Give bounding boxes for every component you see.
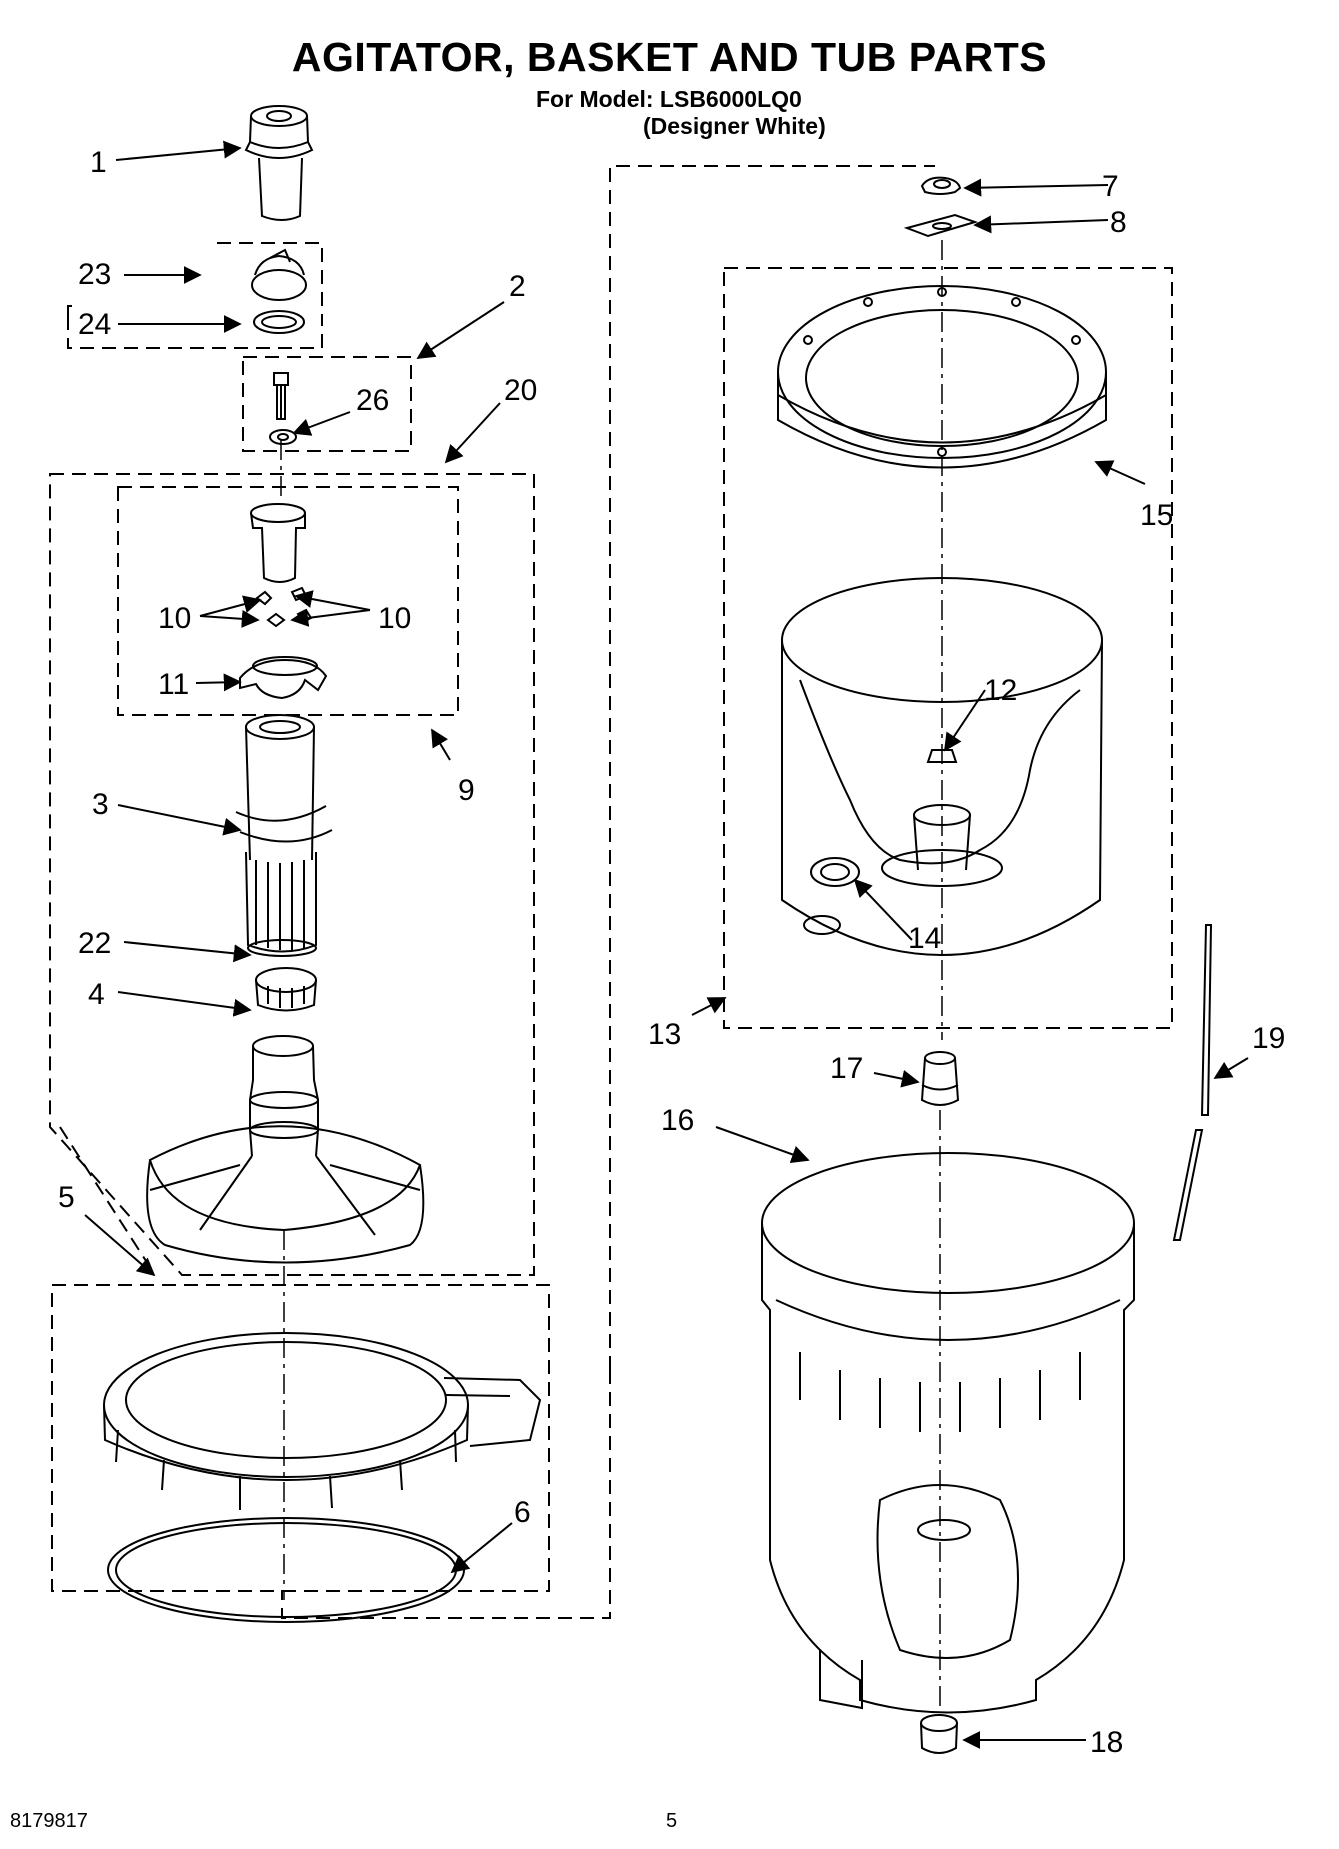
hose: [1172, 924, 1213, 1241]
leader-arrows: [84, 140, 1249, 1749]
callout-10-right: 10: [378, 602, 411, 635]
callout-15: 15: [1140, 499, 1173, 532]
bushings: [920, 1051, 960, 1754]
group-box-24: [67, 316, 323, 349]
callout-1: 1: [90, 146, 107, 179]
callout-10-left: 10: [158, 602, 191, 635]
group-box-6: [51, 1284, 550, 1592]
callout-19: 19: [1252, 1022, 1285, 1055]
callout-17: 17: [830, 1052, 863, 1085]
page-number: 5: [666, 1810, 678, 1832]
outer-tub: [761, 1152, 1135, 1714]
center-lines: [280, 240, 943, 1710]
agitator-base: [146, 1035, 425, 1264]
callout-18: 18: [1090, 1726, 1123, 1759]
tub-ring: [103, 1332, 542, 1623]
callout-7: 7: [1102, 170, 1119, 203]
callout-12: 12: [984, 674, 1017, 707]
callout-14: 14: [908, 922, 941, 955]
callout-20: 20: [504, 374, 537, 407]
callout-8: 8: [1110, 206, 1127, 239]
group-box-23: [217, 242, 323, 316]
callout-5: 5: [58, 1181, 75, 1214]
callout-24: 24: [78, 308, 111, 341]
hub-nut-clip: [903, 176, 979, 238]
callout-13: 13: [648, 1018, 681, 1051]
group-boxes: [49, 165, 1173, 1619]
callout-labels: 1 23 24 2 26 20 10 10 11 9 3 22 4 5 6 7 …: [58, 146, 1285, 1759]
callout-4: 4: [88, 978, 105, 1011]
callout-3: 3: [92, 788, 109, 821]
callout-9: 9: [458, 774, 475, 807]
color-line: (Designer White): [643, 113, 826, 139]
callout-22: 22: [78, 927, 111, 960]
page-title: AGITATOR, BASKET AND TUB PARTS: [291, 34, 1048, 80]
agitator-auger: [235, 714, 333, 957]
callout-23: 23: [78, 258, 111, 291]
callout-6: 6: [514, 1496, 531, 1529]
model-line: For Model: LSB6000LQ0: [536, 86, 802, 112]
agitator-cap: [244, 105, 314, 221]
group-box-15-13: [723, 267, 1173, 1029]
callout-26: 26: [356, 384, 389, 417]
callout-16: 16: [661, 1104, 694, 1137]
dispenser-parts: [251, 248, 307, 334]
group-box-20: [49, 473, 535, 1276]
callout-2: 2: [509, 270, 526, 303]
bolt-washer: [269, 372, 297, 445]
group-box-13-outer: [609, 165, 935, 1370]
callout-11: 11: [158, 668, 189, 701]
ratchet: [255, 967, 317, 1012]
document-number: 8179817: [10, 1810, 88, 1832]
